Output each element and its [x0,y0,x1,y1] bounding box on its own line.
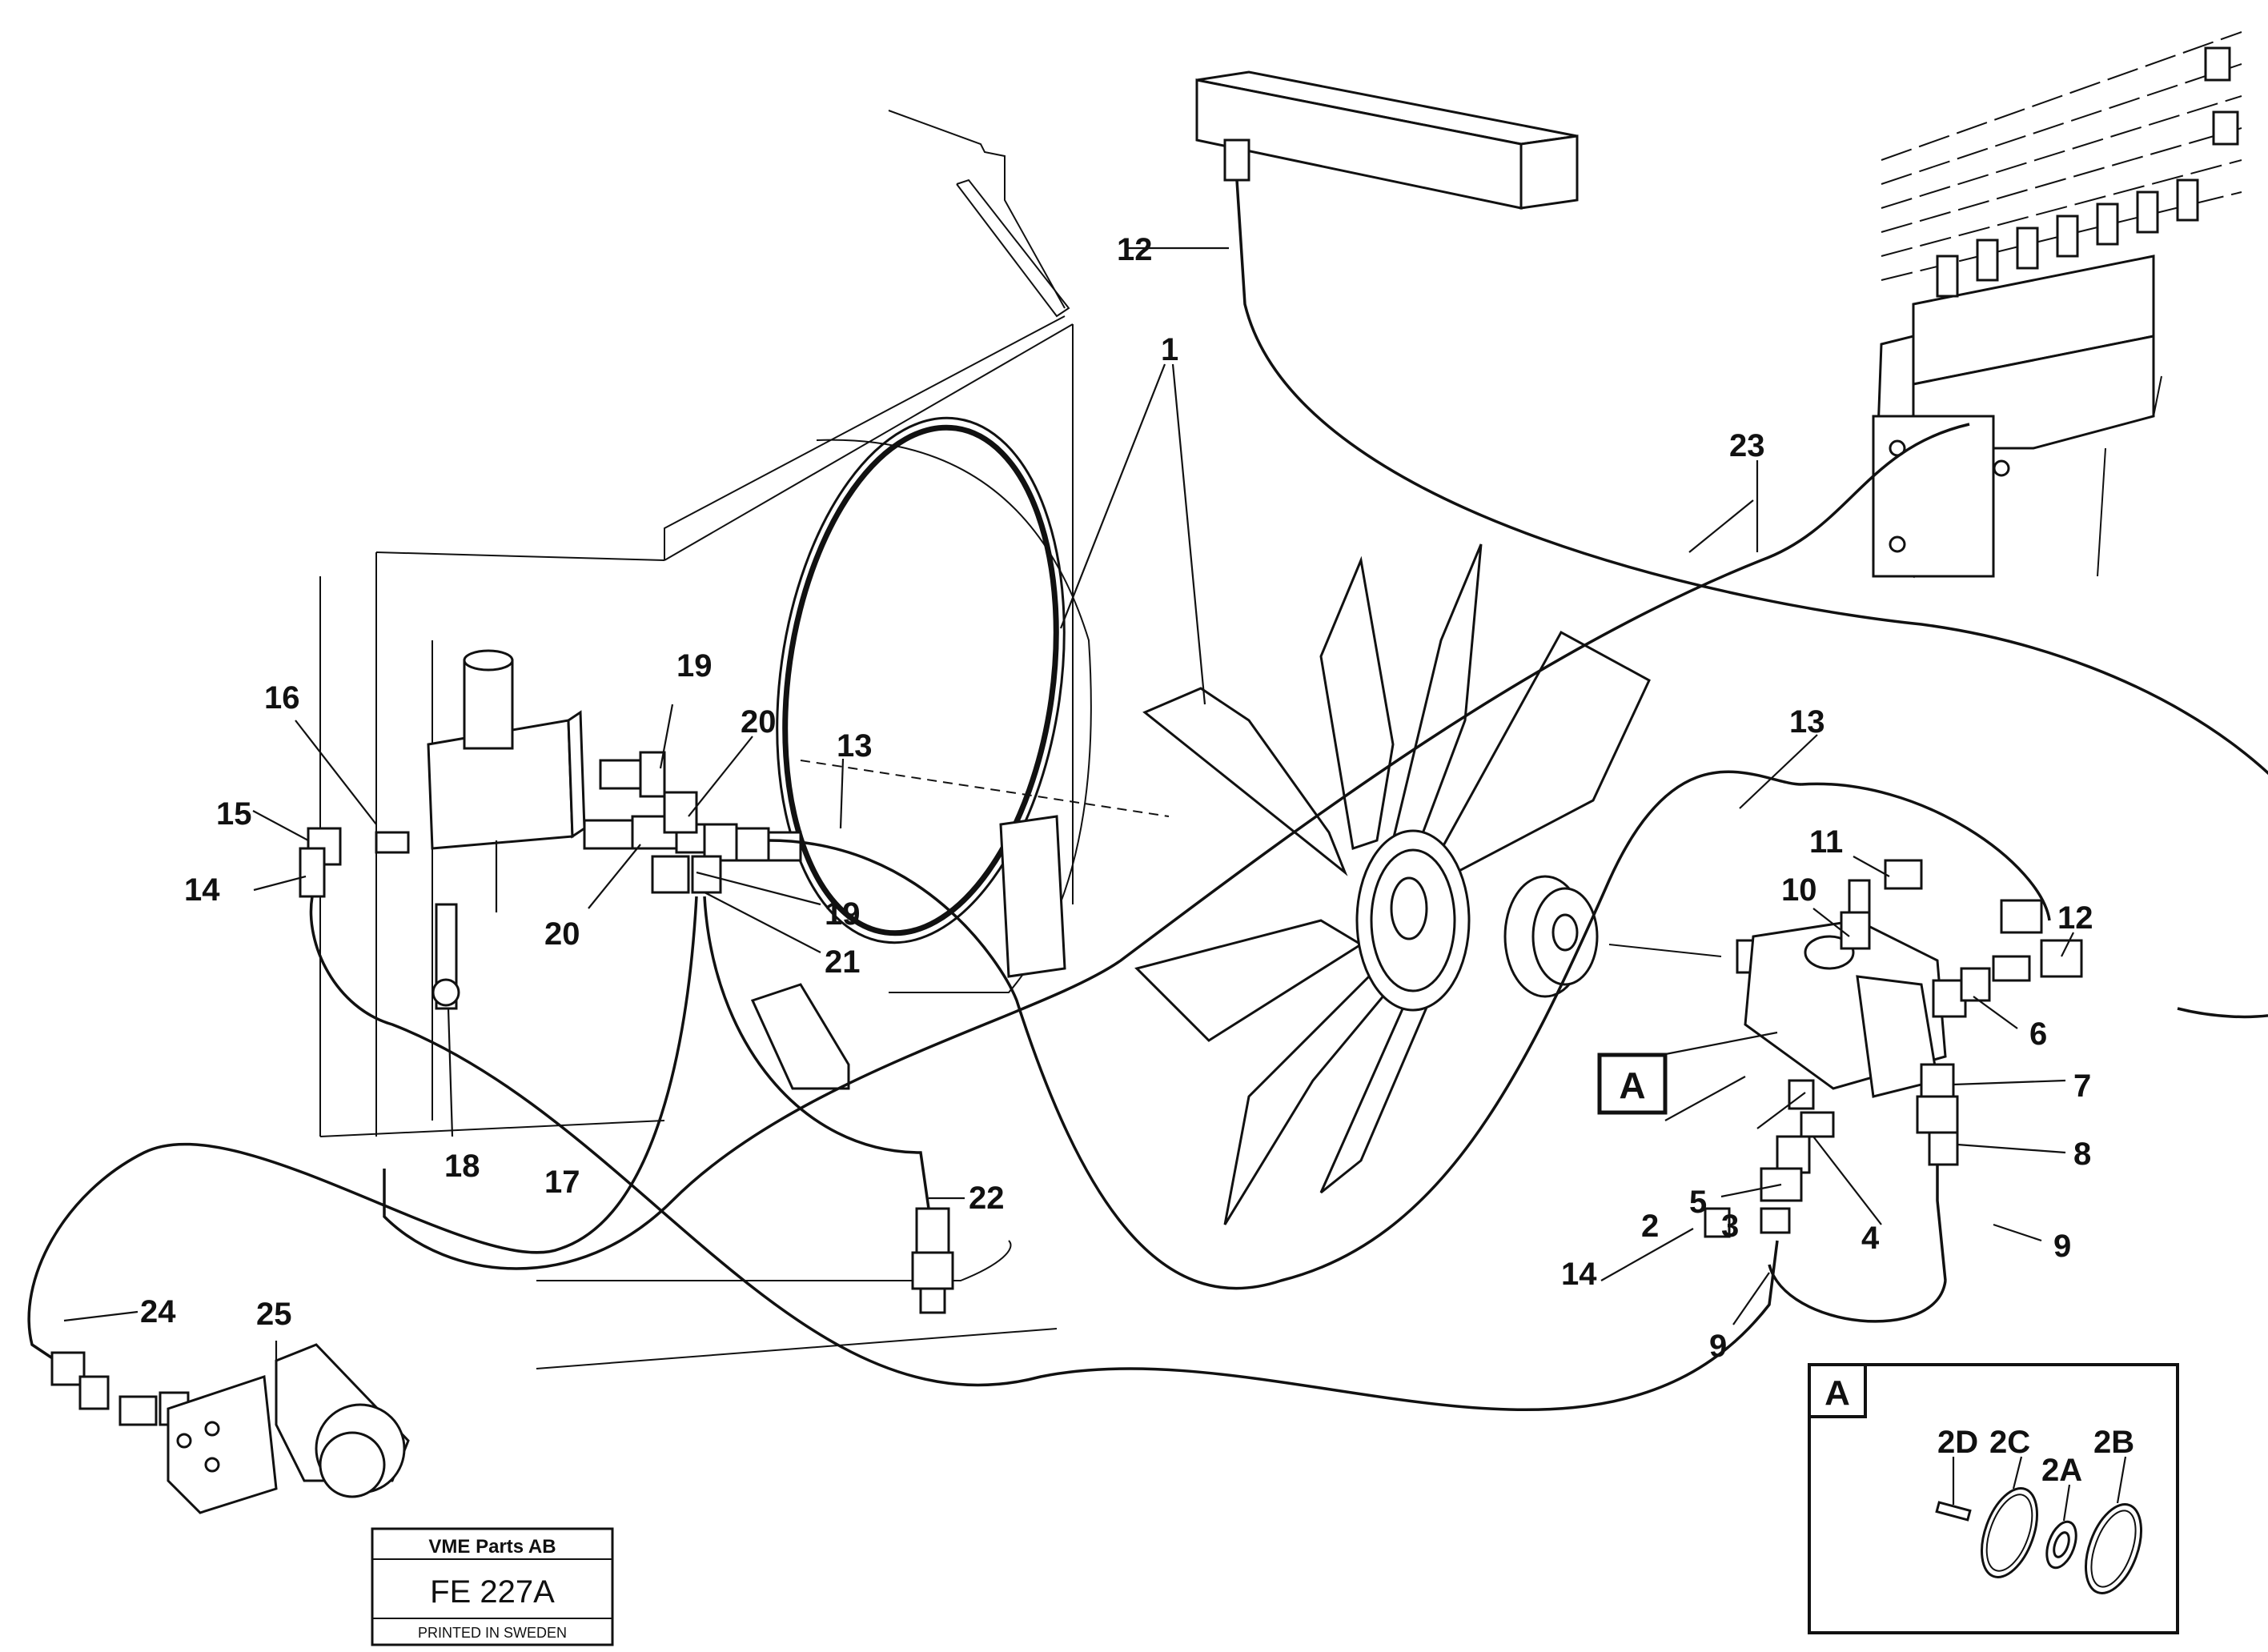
stamp-footer: PRINTED IN SWEDEN [418,1625,567,1641]
stamp-company: VME Parts AB [428,1536,556,1558]
callout-labels: 1 2 3 4 5 6 7 8 9 9 10 11 12 12 13 13 14… [140,232,2093,1364]
control-valve-block [1872,255,2162,579]
callout-13-right: 13 [1789,704,1825,740]
callout-7: 7 [2073,1069,2091,1104]
callout-13-left: 13 [837,728,873,764]
callout-2: 2 [1641,1209,1659,1244]
callout-16: 16 [264,680,300,716]
solenoid-valve [167,1343,410,1514]
callout-9-lower: 9 [1709,1329,1727,1364]
fittings [299,751,802,898]
callout-12-top: 12 [1117,232,1153,267]
callout-22: 22 [969,1181,1005,1216]
callout-21: 21 [825,944,861,980]
inset-marker-label: A [1824,1373,1850,1413]
callout-20-left: 20 [544,916,580,952]
callout-6: 6 [2029,1016,2047,1052]
callout-9-right: 9 [2053,1229,2071,1264]
callout-23: 23 [1729,428,1765,463]
callout-25: 25 [256,1297,292,1332]
callout-1: 1 [1161,332,1178,367]
callout-5: 5 [1689,1185,1707,1220]
hydraulic-motor [1736,919,1947,1098]
callout-10: 10 [1781,872,1817,908]
parts-stamp: VME Parts AB FE 227A PRINTED IN SWEDEN [371,1527,614,1646]
callout-24: 24 [140,1294,176,1329]
fan [1134,543,1651,1225]
detail-label-2C: 2C [1989,1425,2030,1460]
callout-19-top: 19 [676,648,713,684]
fan-shroud-ring [750,416,1092,1090]
callout-12-right: 12 [2057,900,2093,936]
leader-lines [63,247,2074,1385]
hoses [27,179,2268,1412]
callout-3: 3 [1721,1209,1739,1244]
callout-19-lower: 19 [825,896,861,932]
callout-8: 8 [2073,1137,2091,1172]
detail-label-2A: 2A [2041,1453,2082,1488]
callout-4: 4 [1861,1221,1880,1256]
detail-label-2D: 2D [1937,1425,1978,1460]
callout-18: 18 [444,1149,480,1184]
hub-adapter [800,760,1722,998]
detail-inset: A 2D 2C 2A 2B [1808,1363,2179,1634]
detail-label-2B: 2B [2093,1425,2134,1460]
top-tube [1195,70,1579,210]
callout-17: 17 [544,1165,580,1200]
detail-marker: A [1597,1053,1668,1115]
callout-15: 15 [216,796,252,832]
motor-fittings [1704,859,2083,1238]
stamp-code: FE 227A [430,1574,555,1610]
valve-block [427,649,586,1010]
valve-block-hoses [1881,31,2242,298]
radiator-housing [319,110,1074,1137]
lower-fittings [50,1207,954,1426]
detail-marker-label: A [1619,1065,1645,1106]
callout-14-lower: 14 [1561,1257,1597,1292]
callout-14-left: 14 [184,872,220,908]
callout-11: 11 [1809,824,1843,860]
callout-20-top: 20 [741,704,777,740]
